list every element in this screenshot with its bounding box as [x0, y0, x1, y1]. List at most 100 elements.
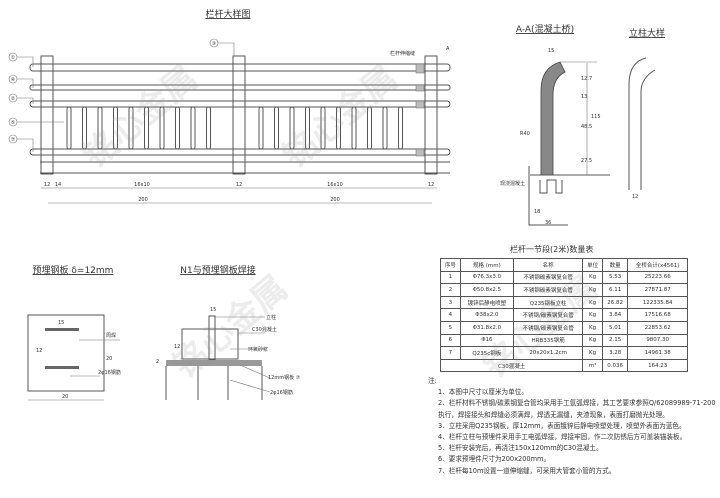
plate-dim-15: 15 [58, 320, 64, 326]
table-cell: HRB335钢筋 [513, 333, 584, 348]
weld-detail: N1与预埋钢板焊接 立柱 C30混凝土 环氧砂浆 12mm钢板 ⑦ 2φ16钢筋… [156, 264, 301, 400]
callout-7: ⑦ [11, 137, 16, 143]
label-epoxy: 环氧砂浆 [248, 346, 268, 353]
dim-bays-right: 16x10 [327, 182, 343, 188]
table-cell: Kg [582, 320, 603, 335]
dim-12-7: 12.7 [581, 76, 592, 82]
dim-13: 13 [581, 94, 587, 100]
table-cell: Φ16 [459, 333, 515, 348]
callout-3: ③ [212, 41, 216, 47]
plate-title: 预埋钢板 δ=12mm [33, 264, 114, 276]
dim-18: 18 [534, 209, 540, 215]
table-cell: 3.28 [601, 346, 629, 360]
table-cell: 5.53 [601, 270, 629, 285]
table-cell: 3.84 [601, 308, 629, 322]
table-cell: Q235钢板立柱 [513, 295, 584, 310]
table-cell: 1 [440, 270, 461, 285]
table-cell: Kg [582, 283, 603, 297]
dim-span-right: 200 [330, 197, 340, 203]
weld-dim-12: 12 [174, 344, 180, 350]
table-cell: Φ76.3x3.0 [459, 270, 515, 285]
baluster [382, 106, 388, 150]
table-cell: C30混凝土 [439, 358, 584, 373]
plate-dim-20-h: 20 [62, 394, 68, 400]
table-header: 数量 [601, 258, 629, 272]
note-item: 执行，焊接接头和焊缝必须满焊，焊透无漏缝，夹渣现象，表面打磨抛光处理。 [438, 410, 669, 419]
table-cell: 20x20x1.2cm [513, 346, 584, 360]
baluster [274, 106, 279, 150]
notes-heading: 注: [428, 377, 437, 385]
callout-2: ② [11, 96, 16, 102]
weld-label: 周焊 [106, 332, 116, 339]
callout-1: ① [11, 55, 16, 61]
table-cell: 5.01 [601, 320, 629, 335]
table-cell: 5 [440, 320, 461, 335]
table-cell: 不锈钢/碳素钢复合管 [513, 320, 584, 335]
baluster [367, 106, 372, 150]
baluster [66, 106, 72, 150]
table-cell: Φ38x2.0 [459, 308, 515, 322]
label-post: 立柱 [266, 314, 276, 321]
table-header: 名称 [513, 258, 584, 272]
table-header: 全桥合计(x4561) [627, 258, 688, 272]
label-c30: C30混凝土 [252, 326, 277, 333]
dim-15: 15 [548, 48, 554, 54]
table-cell: 17516.68 [627, 308, 688, 322]
note-item: 3、立柱采用Q235钢板，厚12mm，表面镀锌后静电喷塑处理，喷塑外表面为蓝色。 [438, 421, 686, 430]
note-item: 6、要求预埋件尺寸为200x200mm。 [438, 455, 551, 464]
table-cell: 22853.62 [627, 320, 688, 335]
rebar-label: 2φ16钢筋 [98, 369, 121, 376]
notes: 注: 1、本图中尺寸以厘米为单位。2、栏杆材料不锈钢/碳素钢复合管均采用手工氩弧… [428, 376, 716, 477]
callout-5: ⑤ [11, 120, 15, 126]
table-cell: 不锈钢/碳素钢复合管 [513, 308, 584, 322]
callouts: ① ④ ② ⑤ ⑦ ③ [8, 38, 235, 152]
baluster [398, 106, 403, 150]
baluster [258, 106, 264, 150]
dim-48-5: 48.5 [581, 124, 592, 130]
baluster [336, 106, 341, 150]
dim-gap: 14 [55, 182, 61, 188]
post-detail-dim: 12 [632, 194, 638, 200]
table-cell: 3 [440, 295, 461, 310]
dimension-texts: 12 14 16x10 12 16x10 12 200 200 A [44, 46, 450, 203]
table-cell: 不锈钢碳素钢复合管 [513, 283, 584, 297]
baluster [113, 106, 118, 150]
baluster [97, 106, 103, 150]
post-detail-title: 立柱大样 [629, 27, 665, 39]
weld-title: N1与预埋钢板焊接 [180, 264, 255, 276]
dim-post-mid: 12 [236, 182, 242, 188]
table-cell: 26.82 [601, 295, 629, 310]
table-cell: m³ [582, 358, 603, 373]
weld-dim-15: 15 [210, 307, 216, 313]
dim-36: 36 [545, 220, 551, 226]
table-cell: Q235c钢板 [459, 346, 515, 360]
table-cell: 0.036 [601, 358, 629, 373]
dim-27-5: 27.5 [581, 158, 592, 164]
label-steel-plate: 12mm钢板 ⑦ [268, 374, 301, 381]
table-cell: Kg [582, 346, 603, 360]
table-cell: Kg [582, 295, 603, 310]
table-header: 单位 [582, 258, 603, 272]
baluster [351, 106, 357, 150]
table-cell: 不锈钢碳素钢复合管 [513, 270, 584, 285]
weld-dim-2: 2 [156, 359, 159, 365]
table-cell: Φ50.8x2.5 [459, 283, 515, 297]
label-rebar: 2φ16钢筋 [270, 389, 293, 396]
railing-elevation: 栏杆大样图 栏杆伸缩缝 ① ④ ② ⑤ ⑦ ③ [8, 8, 451, 204]
plate-dim-20-v: 20 [106, 356, 112, 362]
table-header: 规格 (mm) [459, 258, 515, 272]
baluster [144, 106, 149, 150]
baluster [320, 106, 326, 150]
dimension-lines [41, 187, 437, 204]
expansion-joint-label: 栏杆伸缩缝 [390, 50, 415, 57]
table-header: 序号 [440, 258, 461, 272]
table-cell: 2.15 [601, 333, 629, 348]
note-item: 1、本图中尺寸以厘米为单位。 [438, 388, 528, 397]
